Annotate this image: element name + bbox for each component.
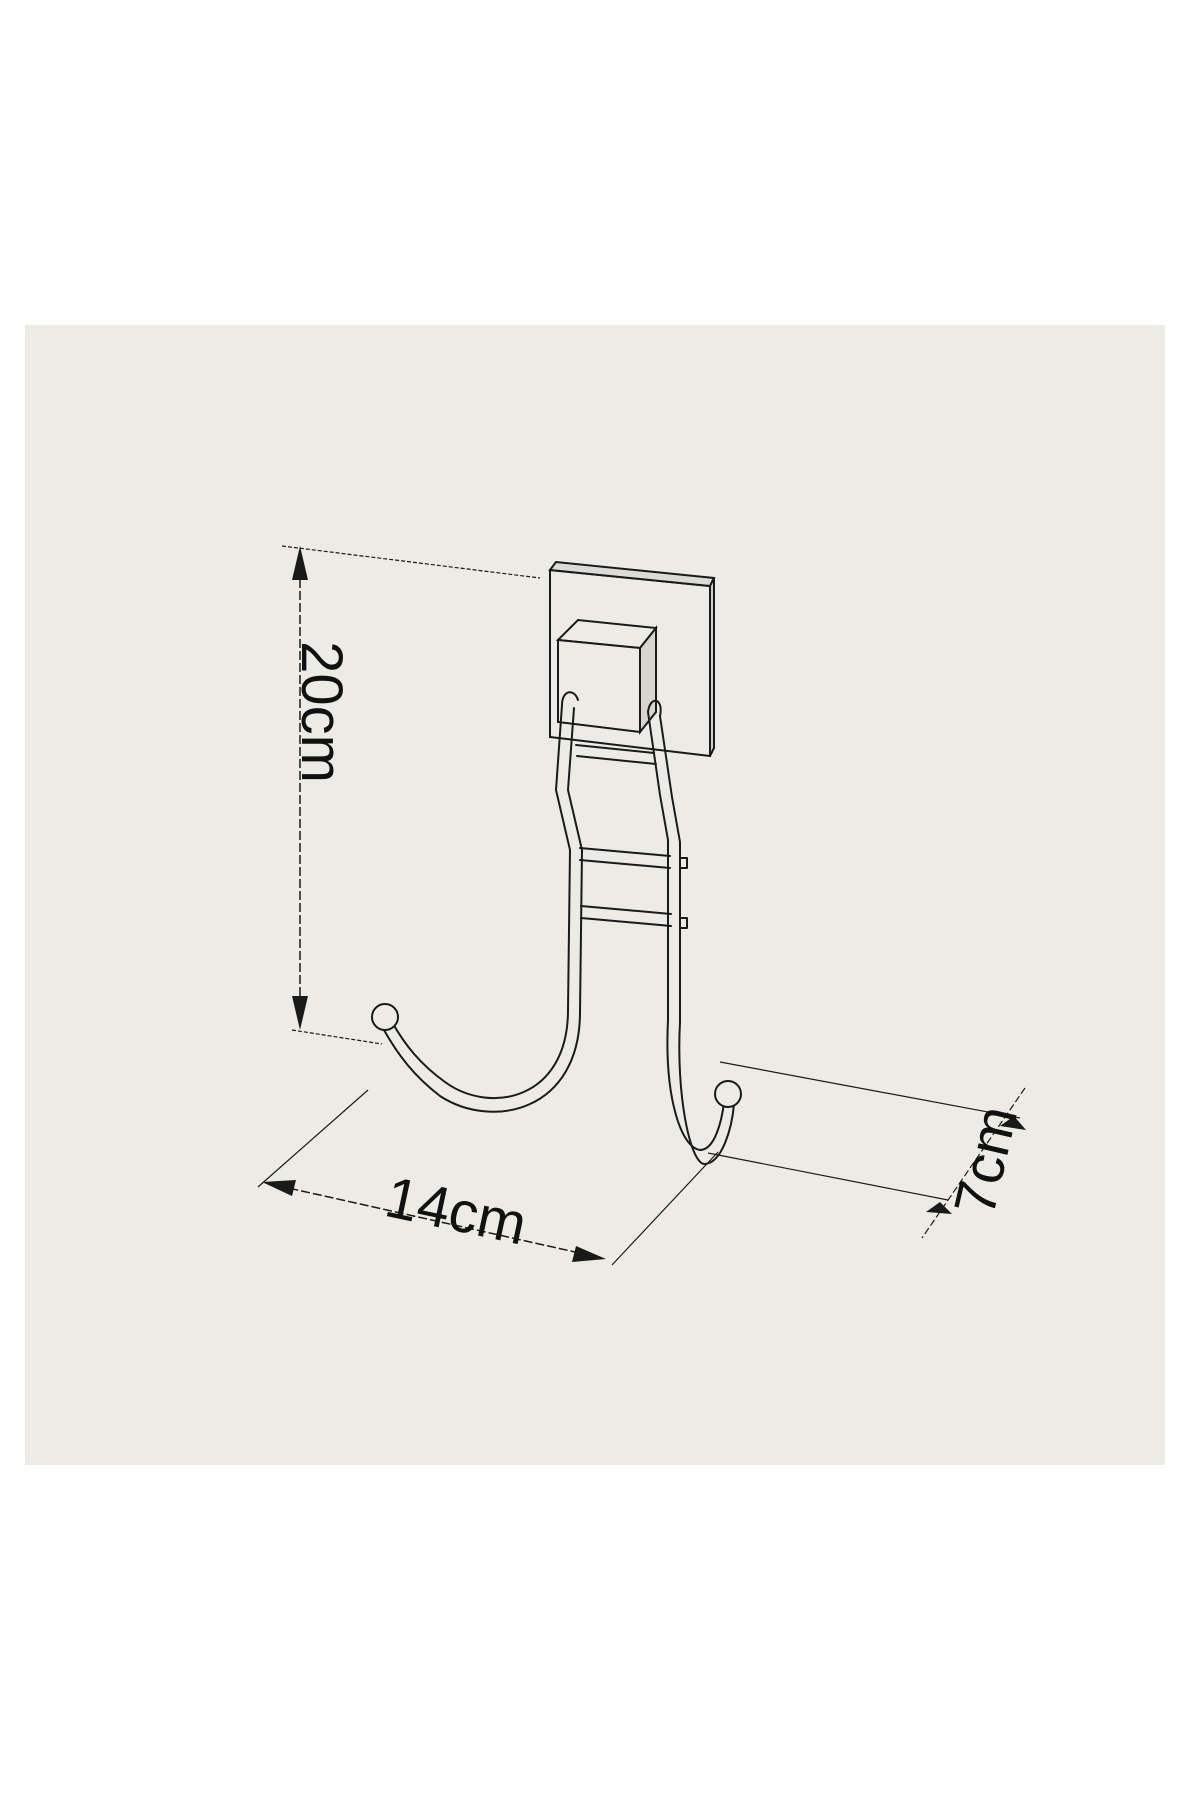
left-rod-outer xyxy=(555,704,571,1011)
crossbar-top xyxy=(575,744,657,765)
left-hook-ball xyxy=(371,1003,399,1031)
lock-cap-block xyxy=(555,618,658,735)
left-hook-curve-inner xyxy=(383,1011,581,1113)
height-dimension xyxy=(281,545,541,1045)
height-extension-line-bottom xyxy=(291,1029,383,1045)
mount-plate-side-edge xyxy=(709,577,715,757)
depth-dimension xyxy=(707,1061,1026,1239)
depth-extension-line-top xyxy=(719,1061,1021,1119)
right-rod-inner xyxy=(659,715,681,1023)
height-extension-line-top xyxy=(281,545,541,579)
rod-stud-upper xyxy=(679,857,688,869)
depth-label: 7cm xyxy=(942,1100,1030,1221)
width-arrow-right xyxy=(572,1246,606,1262)
width-extension-line-right xyxy=(611,1151,719,1266)
lock-cap-front xyxy=(557,638,641,734)
rod-stud-lower xyxy=(679,917,688,929)
width-dimension-line xyxy=(265,1182,603,1259)
crossbar-middle xyxy=(579,847,671,869)
depth-arrow-bottom xyxy=(926,1202,952,1214)
left-hook-curve-outer xyxy=(391,1009,569,1100)
depth-arrow-top xyxy=(1000,1116,1026,1130)
crossbar-lower xyxy=(580,905,672,927)
height-arrow-bottom xyxy=(292,996,308,1030)
width-label: 14cm xyxy=(380,1164,532,1257)
top-loop-right xyxy=(647,699,662,717)
double-hook-frame xyxy=(383,691,735,1165)
width-extension-line-left xyxy=(257,1089,369,1188)
width-arrow-left xyxy=(262,1180,296,1196)
left-rod-inner xyxy=(567,707,583,1013)
diagram-background-panel xyxy=(25,325,1165,1465)
depth-extension-line-bottom xyxy=(707,1152,949,1201)
width-dimension xyxy=(257,1089,719,1266)
height-arrow-top xyxy=(292,546,308,580)
lock-cap-side xyxy=(639,625,657,735)
right-hook-curve-outer xyxy=(666,1019,725,1151)
height-label: 20cm xyxy=(289,641,354,783)
right-hook-ball xyxy=(714,1080,742,1108)
right-hook-curve-inner xyxy=(678,1021,735,1165)
top-loop-left xyxy=(561,691,579,706)
hook-end-balls xyxy=(371,1003,742,1108)
